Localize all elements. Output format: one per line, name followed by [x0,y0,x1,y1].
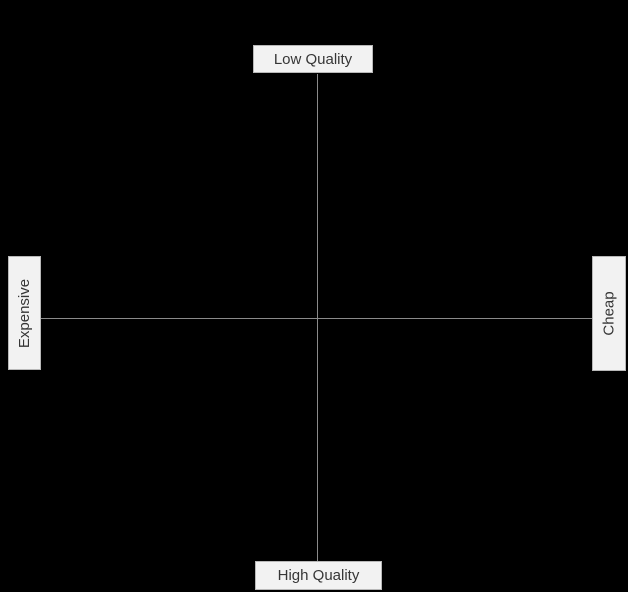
vertical-axis-line [317,74,318,561]
axis-label-top: Low Quality [253,45,373,73]
axis-label-left: Expensive [8,256,41,370]
axis-label-left-text: Expensive [16,278,33,348]
horizontal-axis-line [41,318,592,319]
axis-label-top-text: Low Quality [273,50,353,68]
axis-label-bottom: High Quality [255,561,382,590]
axis-label-bottom-text: High Quality [277,567,360,584]
axis-label-right: Cheap [592,256,626,371]
axis-label-right-text: Cheap [600,291,618,336]
